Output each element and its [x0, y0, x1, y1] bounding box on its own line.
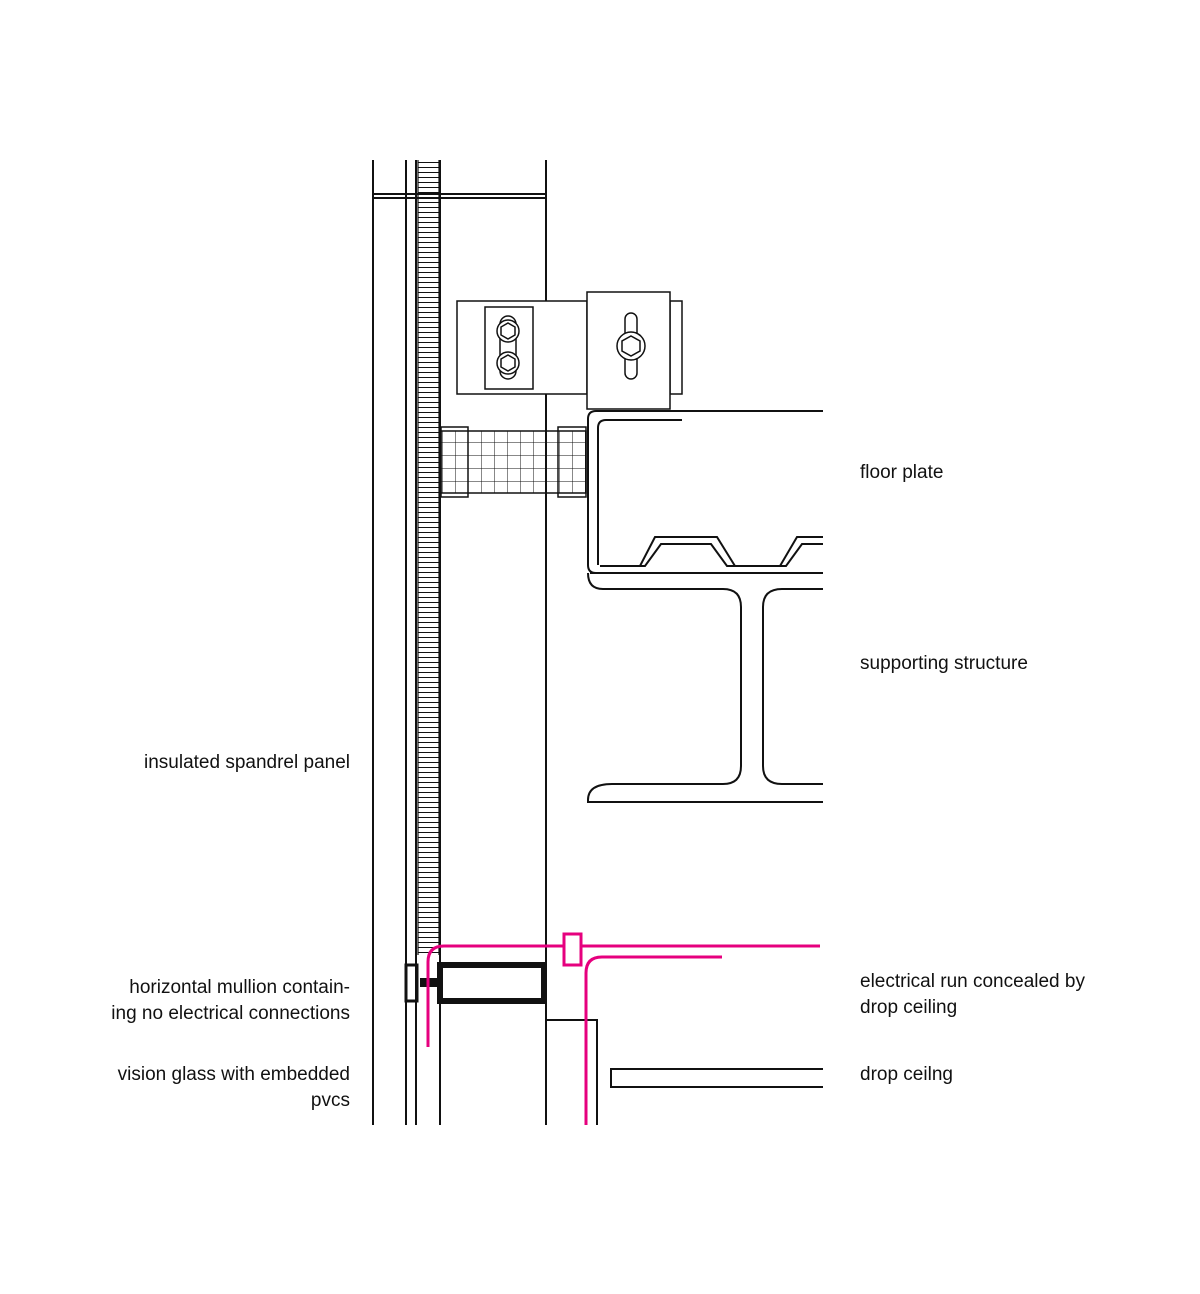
label-text: floor plate [860, 462, 944, 483]
supporting-structure-label: supporting structure [860, 651, 1028, 677]
label-text: supporting structure [860, 653, 1028, 674]
label-text: electrical run concealed by [860, 971, 1085, 992]
label-text: drop ceiling [860, 997, 958, 1018]
bolt-icon [496, 351, 520, 375]
fire-safing-insulation [440, 426, 587, 498]
electrical-run [426, 932, 820, 1125]
drop-ceiling-label: drop ceilng [860, 1062, 953, 1088]
label-text: drop ceilng [860, 1064, 953, 1085]
label-text: pvcs [310, 1090, 350, 1111]
label-text: ing no electrical connections [111, 1003, 350, 1024]
spandrel-insulation-strip [417, 160, 440, 955]
label-text: horizontal mullion contain- [129, 977, 350, 998]
bolt-icon [616, 331, 646, 361]
drop-ceiling [610, 1068, 823, 1088]
horizontal-mullion-label: horizontal mullion contain- ing no elect… [111, 975, 350, 1027]
label-text: vision glass with embedded [117, 1064, 350, 1085]
supporting-structure-beam [587, 572, 823, 803]
electrical-run-label: electrical run concealed by drop ceiling [860, 969, 1085, 1021]
vision-glass-label: vision glass with embedded pvcs [118, 1062, 350, 1114]
label-text: insulated spandrel panel [144, 752, 350, 773]
bolt-icon [496, 319, 520, 343]
floor-plate [587, 410, 823, 574]
anchor-bracket [456, 300, 588, 395]
floor-plate-label: floor plate [860, 460, 943, 486]
insulated-spandrel-panel-label: insulated spandrel panel [144, 750, 350, 776]
interior-partition [546, 1019, 598, 1125]
